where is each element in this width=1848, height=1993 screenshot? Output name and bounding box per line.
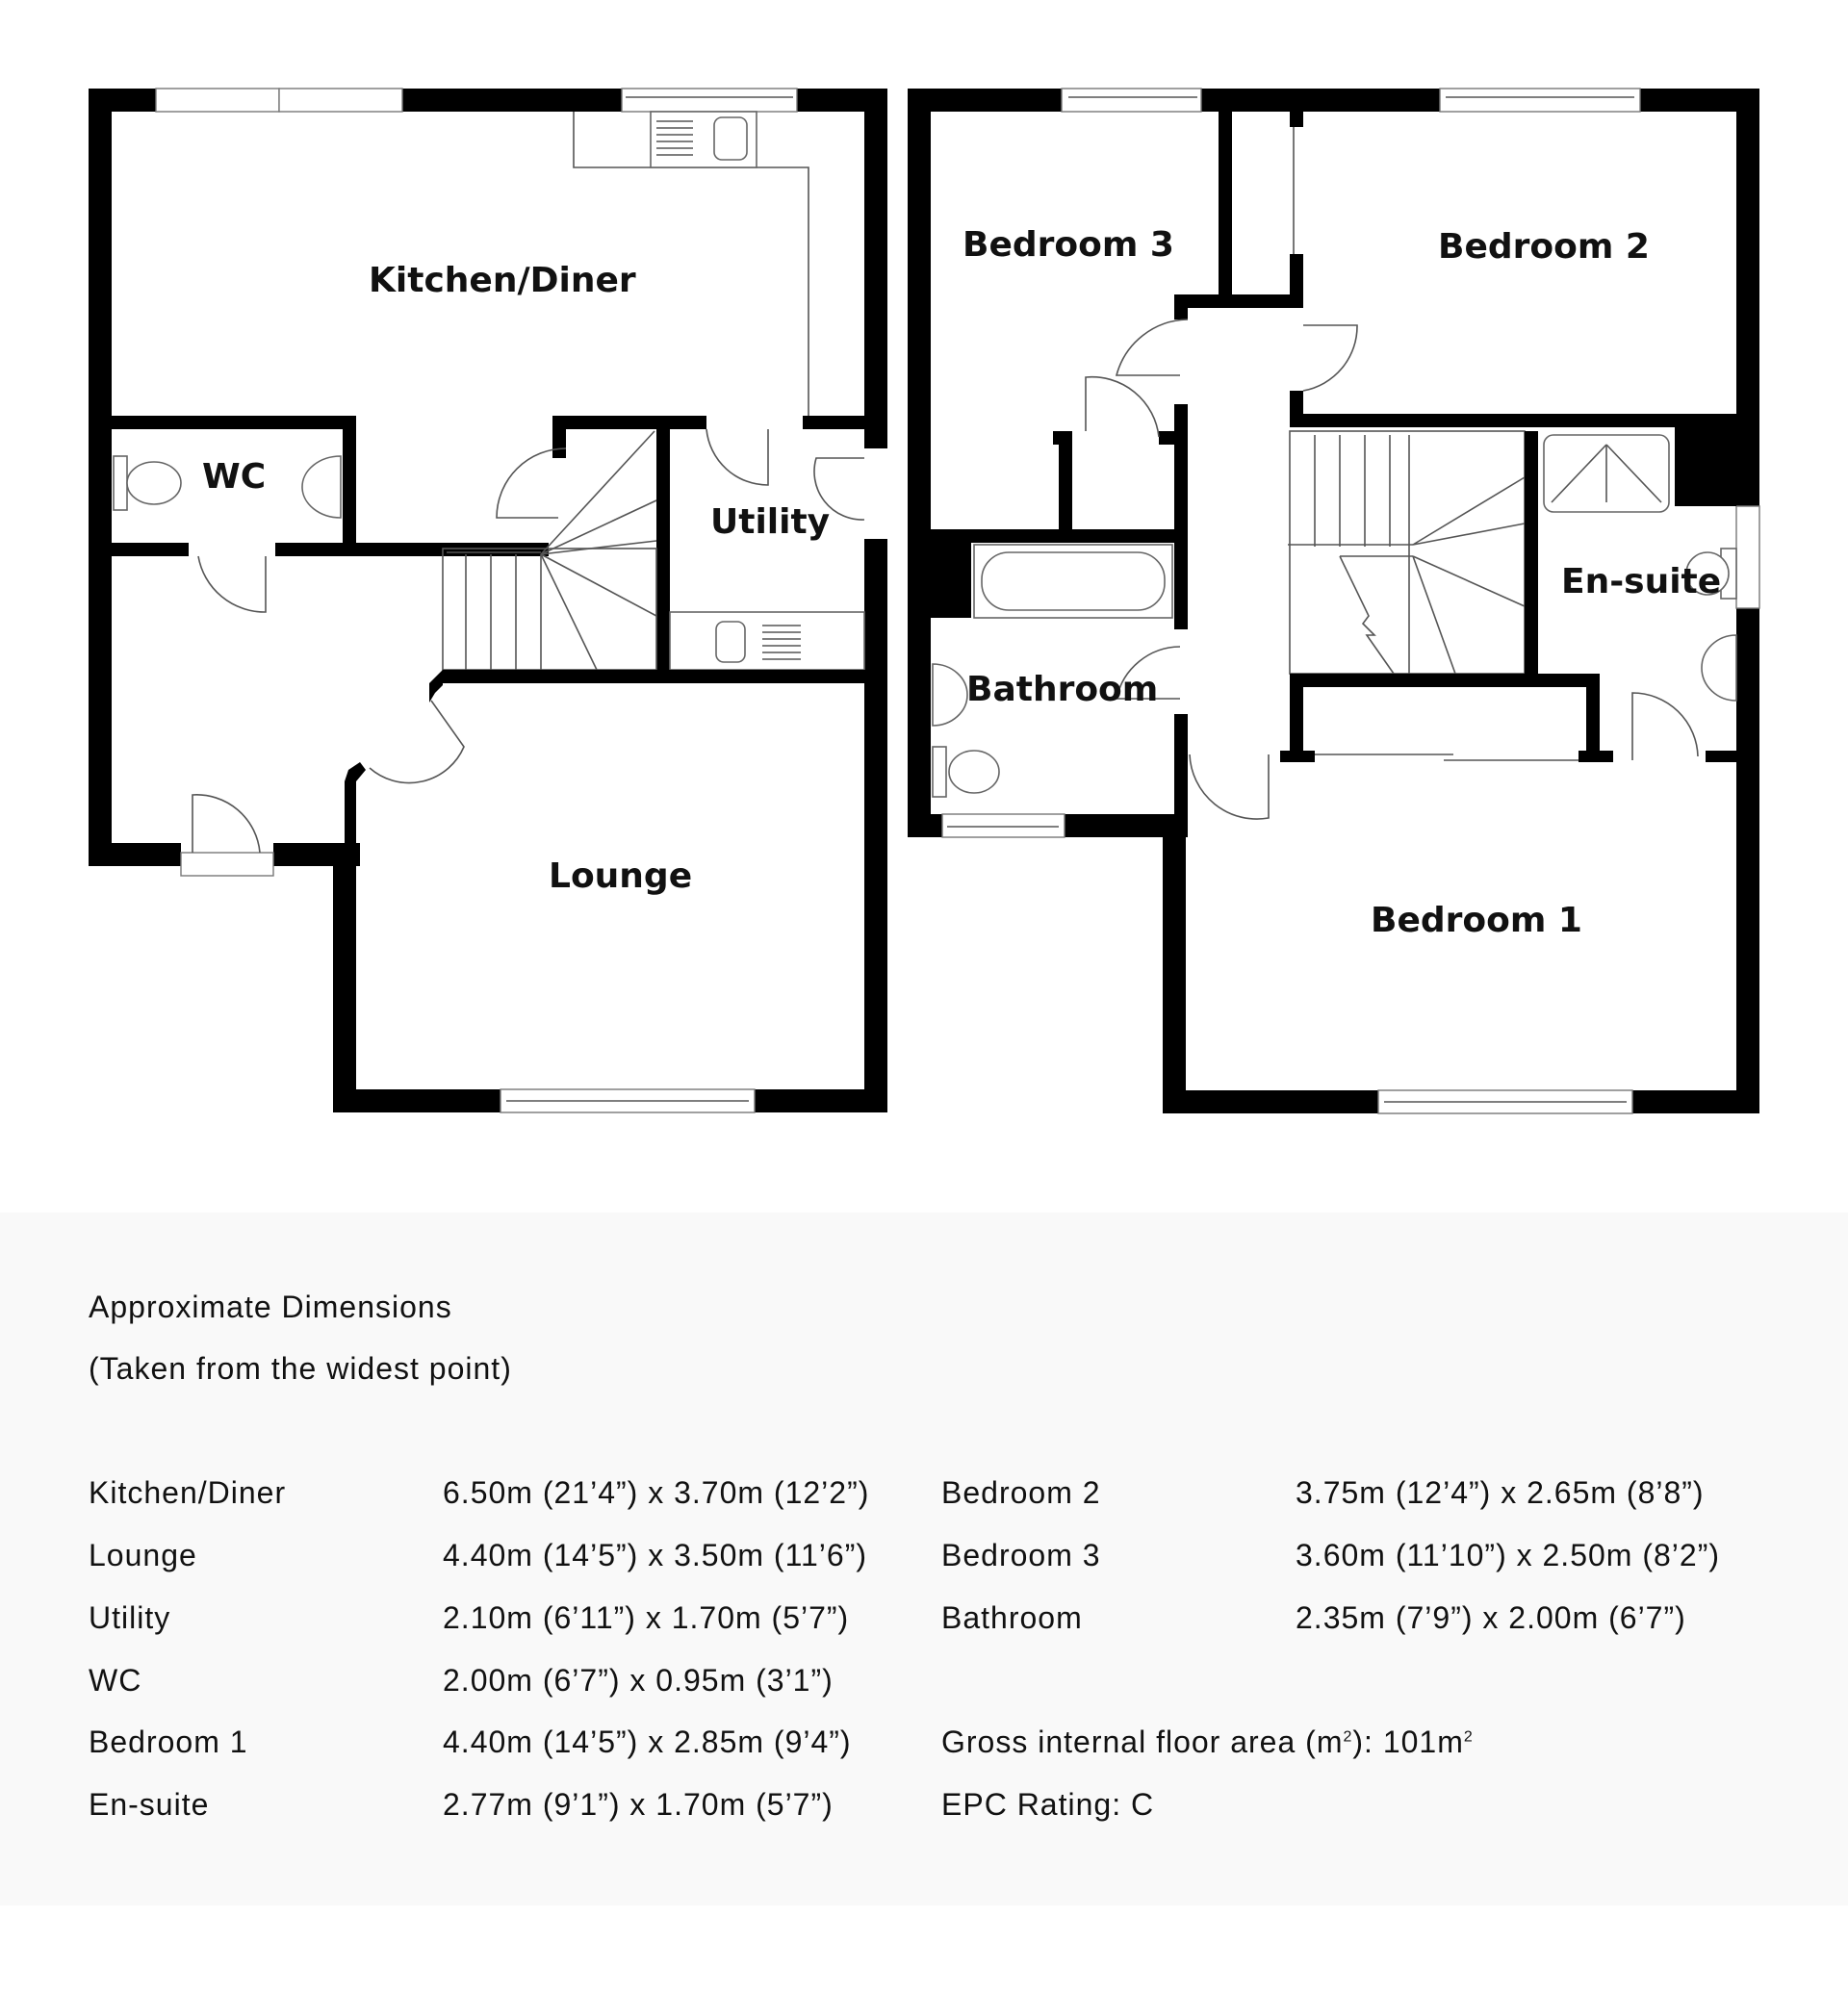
room-name-bathroom: Bathroom	[941, 1600, 1083, 1635]
room-name-en-suite: En-suite	[89, 1787, 210, 1822]
room-size-bedroom-2: 3.75m (12’4”) x 2.65m (8’8”)	[1296, 1475, 1705, 1510]
room-size-bedroom-3: 3.60m (11’10”) x 2.50m (8’2”)	[1296, 1538, 1720, 1572]
room-label-utility: Utility	[710, 502, 830, 542]
room-size-kitchen-diner: 6.50m (21’4”) x 3.70m (12’2”)	[443, 1475, 870, 1510]
gross-area-value: ): 101m	[1352, 1725, 1464, 1759]
room-name-lounge: Lounge	[89, 1538, 197, 1572]
room-label-bedroom-2: Bedroom 2	[1438, 227, 1650, 267]
first-floor-plan: Bedroom 3 Bedroom 2 En-suite Bathroom Be…	[908, 88, 1760, 1114]
floor-plans: Kitchen/Diner WC Utility Lounge	[89, 88, 1760, 1114]
room-size-en-suite: 2.77m (9’1”) x 1.70m (5’7”)	[443, 1787, 834, 1822]
room-size-bathroom: 2.35m (7’9”) x 2.00m (6’7”)	[1296, 1600, 1686, 1635]
room-name-bedroom-1: Bedroom 1	[89, 1725, 248, 1759]
room-name-utility: Utility	[89, 1600, 171, 1635]
gross-area-label: Gross internal floor area (m	[941, 1725, 1344, 1759]
room-name-bedroom-2: Bedroom 2	[941, 1475, 1101, 1510]
room-size-wc: 2.00m (6’7”) x 0.95m (3’1”)	[443, 1663, 834, 1698]
gross-area-value-sup: 2	[1463, 1728, 1474, 1746]
room-label-bedroom-3: Bedroom 3	[962, 225, 1174, 265]
room-name-kitchen-diner: Kitchen/Diner	[89, 1475, 287, 1510]
gross-area-unit-sup: 2	[1343, 1728, 1353, 1746]
room-label-bathroom: Bathroom	[966, 670, 1158, 709]
room-name-wc: WC	[89, 1663, 142, 1698]
room-label-en-suite: En-suite	[1561, 562, 1721, 601]
room-size-bedroom-1: 4.40m (14’5”) x 2.85m (9’4”)	[443, 1725, 852, 1759]
gross-floor-area: Gross internal floor area (m2): 101m2	[941, 1725, 1474, 1760]
room-size-utility: 2.10m (6’11”) x 1.70m (5’7”)	[443, 1600, 850, 1635]
room-label-wc: WC	[202, 457, 266, 497]
room-size-lounge: 4.40m (14’5”) x 3.50m (11’6”)	[443, 1538, 867, 1572]
room-label-bedroom-1: Bedroom 1	[1371, 901, 1582, 940]
ground-floor-plan: Kitchen/Diner WC Utility Lounge	[89, 88, 887, 1113]
dimensions-subheading: (Taken from the widest point)	[89, 1351, 512, 1386]
dimensions-heading: Approximate Dimensions	[89, 1290, 452, 1324]
room-name-bedroom-3: Bedroom 3	[941, 1538, 1101, 1572]
epc-rating: EPC Rating: C	[941, 1787, 1155, 1822]
room-label-kitchen-diner: Kitchen/Diner	[369, 261, 636, 300]
room-label-lounge: Lounge	[549, 856, 692, 896]
dimensions-panel: Approximate Dimensions (Taken from the w…	[0, 1213, 1848, 1905]
